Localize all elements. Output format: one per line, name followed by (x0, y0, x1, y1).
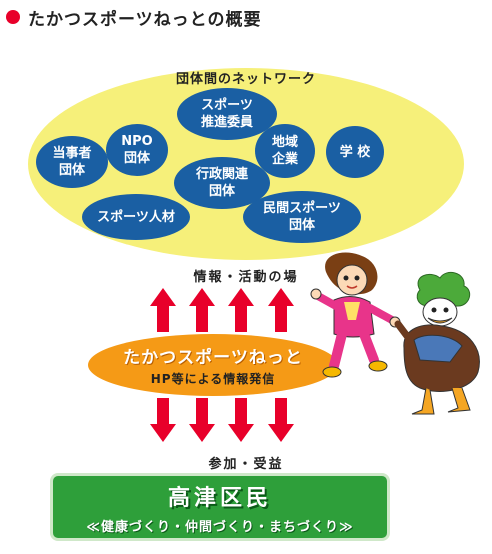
up-arrow-icon (228, 288, 254, 332)
node-npo-groups: NPO 団体 (106, 124, 168, 176)
network-label: 団体間のネットワーク (175, 72, 316, 87)
hub-name: たかつスポーツねっと (123, 348, 303, 368)
hub-ellipse: たかつスポーツねっと HP等による情報発信 (88, 334, 338, 396)
mascot-girl-icon (310, 252, 401, 378)
up-arrow-icon (268, 288, 294, 332)
mascot-duck-icon (394, 271, 480, 415)
citizens-title: 高津区民 (167, 485, 272, 511)
node-stakeholder-groups: 当事者 団体 (36, 136, 108, 188)
info-activity-label: 情報・活動の場 (193, 270, 299, 285)
down-arrow-icon (150, 398, 176, 442)
node-government-groups: 行政関連 団体 (174, 157, 270, 209)
down-arrow-icon (228, 398, 254, 442)
red-circle-icon (6, 10, 20, 24)
page-title: たかつスポーツねっとの概要 (28, 9, 262, 30)
node-regional-companies: 地域 企業 (255, 124, 315, 178)
participation-label: 参加・受益 (208, 457, 284, 472)
citizens-subtitle: ≪健康づくり・仲間づくり・まちづくり≫ (86, 519, 354, 535)
mascot-characters-illustration (310, 252, 480, 415)
node-private-sports-groups: 民間スポーツ 団体 (243, 191, 361, 243)
citizens-box: 高津区民 ≪健康づくり・仲間づくり・まちづくり≫ (50, 473, 390, 541)
node-sports-promotion-committee: スポーツ 推進委員 (177, 88, 277, 140)
node-schools: 学 校 (326, 126, 384, 178)
hub-subtitle: HP等による情報発信 (150, 372, 276, 386)
node-sports-talent: スポーツ人材 (82, 194, 190, 240)
down-arrow-icon (268, 398, 294, 442)
page-title-row: たかつスポーツねっとの概要 (6, 6, 262, 30)
up-arrow-icon (189, 288, 215, 332)
down-arrow-icon (189, 398, 215, 442)
up-arrow-icon (150, 288, 176, 332)
